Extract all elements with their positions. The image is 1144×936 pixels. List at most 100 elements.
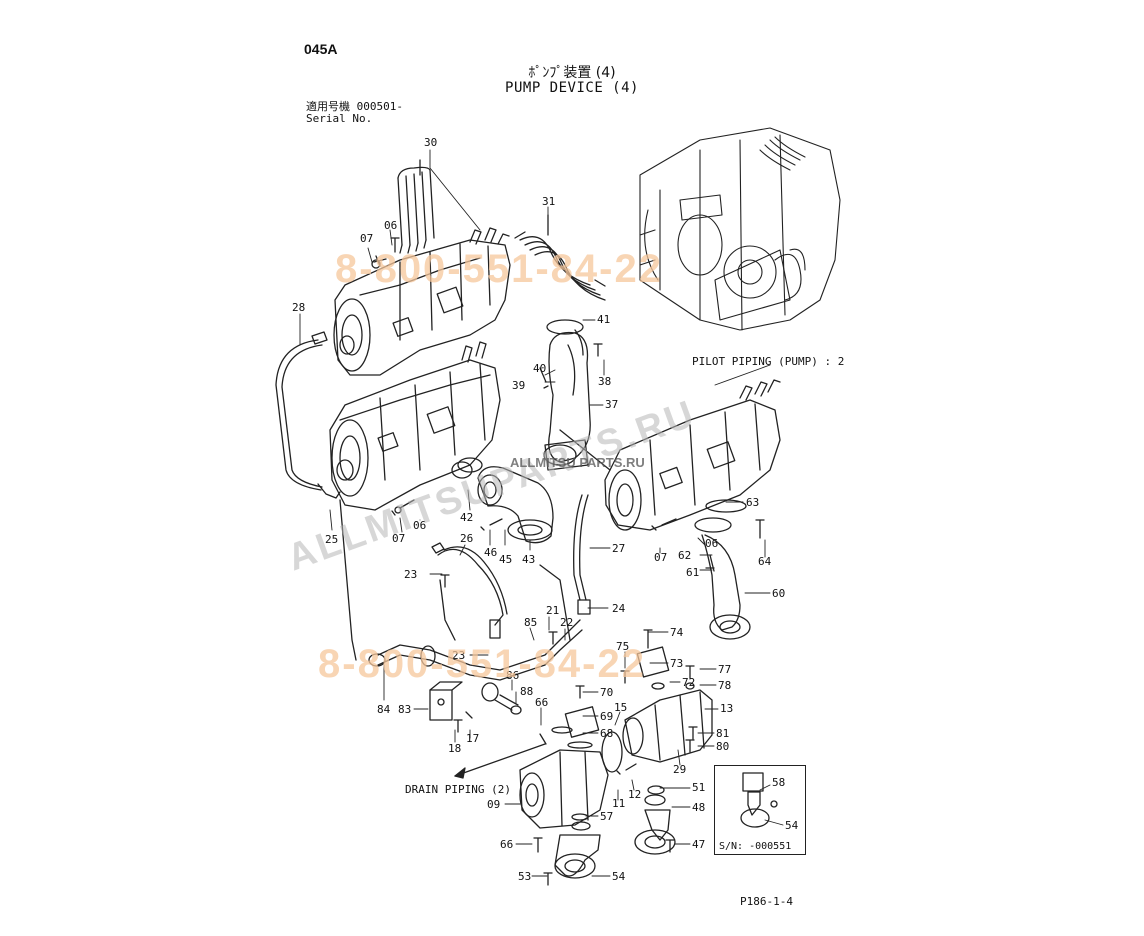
bracket-83 — [429, 681, 463, 721]
callout-54: 54 — [785, 819, 799, 832]
callout-43: 43 — [522, 553, 536, 566]
drain-pipe-network — [368, 564, 583, 711]
callout-06: 06 — [384, 219, 398, 232]
callout-23: 23 — [404, 568, 418, 581]
fasteners — [371, 237, 765, 886]
elbow-60 — [694, 517, 751, 640]
callout-30: 30 — [424, 136, 438, 149]
callout-06: 06 — [413, 519, 427, 532]
callout-07: 07 — [392, 532, 406, 545]
callout-88: 88 — [520, 685, 534, 698]
callout-09: 09 — [487, 798, 501, 811]
elbow-54 — [554, 834, 601, 879]
callout-60: 60 — [772, 587, 786, 600]
leader-lines — [299, 149, 784, 877]
callout-07: 07 — [360, 232, 374, 245]
drain-arrow — [454, 743, 546, 779]
callout-17: 17 — [466, 732, 480, 745]
callout-39: 39 — [512, 379, 526, 392]
callout-28: 28 — [292, 301, 306, 314]
main-pump-right — [559, 379, 781, 531]
inset-serial: S/N: -000551 — [719, 841, 792, 852]
callout-64: 64 — [758, 555, 772, 568]
callout-54: 54 — [612, 870, 626, 883]
serial-jp: 適用号機 000501- — [306, 100, 403, 113]
callout-26: 26 — [460, 532, 474, 545]
suction-pipe-37 — [543, 319, 591, 471]
pipe-25 — [339, 499, 357, 661]
callout-25: 25 — [325, 533, 339, 546]
pilot-hoses-30 — [397, 159, 435, 254]
callout-84: 84 — [377, 703, 391, 716]
callout-23: 23 — [452, 649, 466, 662]
callout-37: 37 — [605, 398, 619, 411]
pilot-hoses-31 — [514, 214, 606, 301]
callout-15: 15 — [614, 701, 628, 714]
callout-47: 47 — [692, 838, 706, 851]
callout-68: 68 — [600, 727, 614, 740]
callout-42: 42 — [460, 511, 474, 524]
drain-piping-note: DRAIN PIPING (2) — [405, 783, 511, 796]
callout-53: 53 — [518, 870, 532, 883]
callout-21: 21 — [546, 604, 560, 617]
main-pump-middle — [329, 341, 501, 511]
pilot-piping-note: PILOT PIPING (PUMP) : 2 — [692, 355, 845, 368]
callout-80: 80 — [716, 740, 730, 753]
main-pump-upper — [333, 227, 511, 376]
callout-61: 61 — [686, 566, 700, 579]
callout-66: 66 — [535, 696, 549, 709]
serial-block: 適用号機 000501- Serial No. — [306, 101, 403, 125]
page-reference: P186-1-4 — [740, 895, 793, 908]
callout-58: 58 — [772, 776, 786, 789]
inset-box: S/N: -000551 — [714, 765, 806, 855]
callout-38: 38 — [598, 375, 612, 388]
callout-40: 40 — [533, 362, 547, 375]
callout-69: 69 — [600, 710, 614, 723]
pump-09 — [519, 749, 609, 831]
pilot-piping-leader — [714, 364, 771, 386]
title-japanese: ﾎﾟﾝﾌﾟ装置 (4) — [528, 65, 616, 81]
callout-46: 46 — [484, 546, 498, 559]
callout-18: 18 — [448, 742, 462, 755]
callout-22: 22 — [560, 616, 574, 629]
callout-75: 75 — [616, 640, 630, 653]
callout-29: 29 — [673, 763, 687, 776]
callout-57: 57 — [600, 810, 614, 823]
callout-72: 72 — [682, 676, 696, 689]
callout-48: 48 — [692, 801, 706, 814]
hose-27 — [573, 494, 591, 615]
callout-13: 13 — [720, 702, 734, 715]
elbow-48 — [634, 794, 676, 855]
callout-66: 66 — [500, 838, 514, 851]
callout-07: 07 — [654, 551, 668, 564]
hose-28 — [275, 331, 341, 499]
serial-en: Serial No. — [306, 112, 373, 125]
callout-83: 83 — [398, 703, 412, 716]
callout-11: 11 — [612, 797, 626, 810]
callout-85: 85 — [524, 616, 538, 629]
engine-assembly — [639, 127, 841, 331]
callout-73: 73 — [670, 657, 684, 670]
title-english: PUMP DEVICE (4) — [505, 80, 639, 96]
callout-81: 81 — [716, 727, 730, 740]
callout-31: 31 — [542, 195, 556, 208]
callout-12: 12 — [628, 788, 642, 801]
callout-62: 62 — [678, 549, 692, 562]
callout-78: 78 — [718, 679, 732, 692]
callout-41: 41 — [597, 313, 611, 326]
callout-63: 63 — [746, 496, 760, 509]
callout-70: 70 — [600, 686, 614, 699]
callout-27: 27 — [612, 542, 626, 555]
gear-pump-13 — [564, 646, 713, 763]
document-code: 045A — [304, 41, 338, 57]
callout-74: 74 — [670, 626, 684, 639]
callout-24: 24 — [612, 602, 626, 615]
callout-51: 51 — [692, 781, 706, 794]
callout-77: 77 — [718, 663, 732, 676]
inset-elbow-sketch — [740, 772, 778, 828]
callout-06: 06 — [705, 537, 719, 550]
callout-86: 86 — [506, 669, 520, 682]
hose-26 — [431, 542, 508, 639]
callout-45: 45 — [499, 553, 513, 566]
